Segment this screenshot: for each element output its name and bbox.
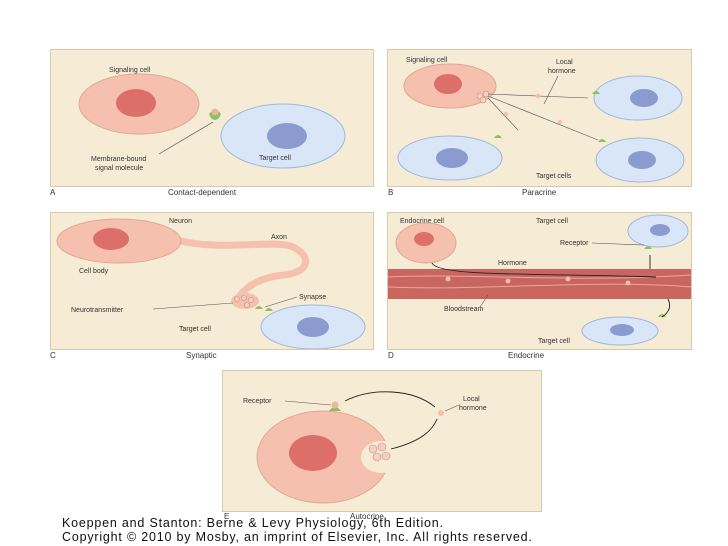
blood-hormone-molecules <box>445 276 631 286</box>
neurotransmitter-pointer <box>152 302 234 310</box>
bloodstream-label: Bloodstream <box>444 306 483 313</box>
panel-synaptic: Neuron Axon Cell body Synapse Neurotrans… <box>50 212 374 350</box>
target-cell-label: Target cell <box>259 155 291 162</box>
panel-e-letter: E <box>224 512 230 521</box>
panel-b-title: Paracrine <box>522 188 557 197</box>
axon-label: Axon <box>271 234 287 241</box>
panel-endocrine: Endocrine cell Hormone Bloodstream Targe… <box>387 212 692 350</box>
bloodstream-pointer <box>479 294 489 308</box>
axon <box>177 237 310 301</box>
paracrine-target-nucleus-bottom <box>628 151 656 169</box>
contact-dependent-diagram: Signaling cell Membrane-bound signal mol… <box>78 67 346 172</box>
synapse-label: Synapse <box>299 294 326 301</box>
synaptic-target-cell-label: Target cell <box>179 326 211 333</box>
target-cell-nucleus <box>267 123 307 149</box>
panel-d-title: Endocrine <box>508 351 545 360</box>
target-cells-label: Target cells <box>536 173 572 180</box>
receptor-pointer <box>591 242 645 246</box>
synaptic-receptors <box>255 306 273 311</box>
paracrine-receptors <box>494 91 606 142</box>
hormone-molecules <box>503 93 563 125</box>
membrane-label-line1: Membrane-bound <box>91 156 146 163</box>
release-arrow <box>390 418 438 450</box>
autocrine-local-label-line1: Local <box>463 396 480 403</box>
blood-vessel <box>388 269 691 299</box>
released-hormone <box>438 410 444 416</box>
endocrine-cell-label: Endocrine cell <box>400 218 444 225</box>
endocrine-receptors <box>644 246 666 317</box>
panel-a-title: Contact-dependent <box>168 188 237 197</box>
endocrine-diagram: Endocrine cell Hormone Bloodstream Targe… <box>387 214 692 346</box>
paracrine-signaling-cell-label: Signaling cell <box>406 57 448 64</box>
synapse-pointer <box>264 296 298 308</box>
autocrine-receptor <box>329 407 341 411</box>
cell-body-label: Cell body <box>79 268 109 275</box>
caption-line1: Koeppen and Stanton: Berne & Levy Physio… <box>62 516 444 530</box>
panel-a-letter: A <box>50 188 56 197</box>
vessel-texture <box>387 274 692 289</box>
panel-b-letter: B <box>388 188 394 197</box>
autocrine-local-pointer <box>444 404 460 412</box>
return-arrow <box>344 391 436 408</box>
autocrine-diagram: Receptor Local hormone <box>243 391 487 504</box>
panel-paracrine: Signaling cell Local hormone Target cell… <box>387 49 692 187</box>
local-hormone-label-line2: hormone <box>548 68 576 75</box>
autocrine-receptor-pointer <box>284 400 332 406</box>
signaling-cell-nucleus <box>116 89 156 117</box>
autocrine-local-label-line2: hormone <box>459 405 487 412</box>
panel-c-letter: C <box>50 351 56 360</box>
paracrine-signaling-nucleus <box>434 74 462 94</box>
target-cell-bottom-label: Target cell <box>538 338 570 345</box>
panel-d-letter: D <box>388 351 394 360</box>
local-hormone-label-line1: Local <box>556 59 573 66</box>
hormone-diffusion-lines <box>487 75 599 141</box>
vesicle-cluster <box>476 90 490 104</box>
membrane-label-line2: signal molecule <box>95 165 143 172</box>
paracrine-diagram: Signaling cell Local hormone Target cell… <box>397 57 685 183</box>
panel-autocrine: Receptor Local hormone <box>222 370 542 512</box>
endocrine-nucleus <box>414 232 434 246</box>
endocrine-target-nucleus-bottom <box>610 324 634 336</box>
neuron-label: Neuron <box>169 218 192 225</box>
panel-c-title: Synaptic <box>186 351 217 360</box>
caption-line2: Copyright © 2010 by Mosby, an imprint of… <box>62 530 533 544</box>
autocrine-nucleus <box>289 435 337 471</box>
receptor-bound-hormone <box>331 401 339 409</box>
autocrine-vesicles <box>368 442 391 462</box>
target-cell-top-label: Target cell <box>536 218 568 225</box>
signaling-cell-label: Signaling cell <box>109 67 151 74</box>
receptor-label: Receptor <box>560 240 589 247</box>
panel-contact-dependent: Signaling cell Membrane-bound signal mol… <box>50 49 374 187</box>
signal-molecule-dot <box>211 108 219 116</box>
paracrine-target-nucleus-right <box>630 89 658 107</box>
synaptic-diagram: Neuron Axon Cell body Synapse Neurotrans… <box>56 218 366 350</box>
membrane-pointer <box>158 121 214 155</box>
synaptic-target-nucleus <box>297 317 329 337</box>
autocrine-receptor-label: Receptor <box>243 398 272 405</box>
neurotransmitter-label: Neurotransmitter <box>71 307 124 314</box>
endocrine-target-nucleus-top <box>650 224 670 236</box>
neurotransmitter-vesicles <box>234 295 254 308</box>
hormone-flow-arrow <box>431 262 657 278</box>
arrow-to-bottom-target <box>661 298 671 318</box>
hormone-label: Hormone <box>498 260 527 267</box>
panel-e-title: Autocrine <box>350 512 384 521</box>
paracrine-target-nucleus-left <box>436 148 468 168</box>
neuron-nucleus <box>93 228 129 250</box>
